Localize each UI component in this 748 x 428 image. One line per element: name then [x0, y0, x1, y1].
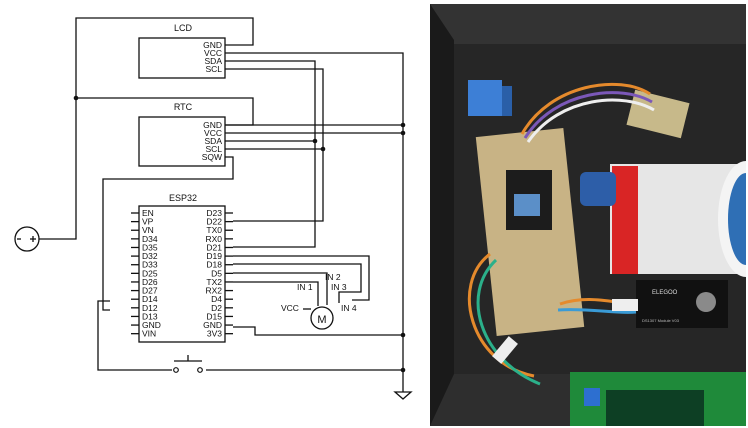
esp32-right-pin-label: D19	[206, 251, 222, 261]
motor-vcc-label: VCC	[281, 303, 299, 313]
hardware-photo: ELEGOO DS1307 Module V03	[430, 4, 746, 426]
esp32-right-pin-label: D2	[211, 303, 222, 313]
esp32-right-pin-label: D21	[206, 242, 222, 252]
svg-text:VCC: VCC	[204, 128, 222, 138]
esp32-left-pin-label: D26	[142, 277, 158, 287]
motor-in3-label: IN 3	[331, 282, 347, 292]
esp32-left-pin-label: D32	[142, 251, 158, 261]
motor-in4-label: IN 4	[341, 303, 357, 313]
esp32-left-pin-label: D27	[142, 286, 158, 296]
esp32-left-pin-label: D12	[142, 303, 158, 313]
lcd-module: LCD GND VCC SDA SCL	[138, 23, 226, 79]
rtc-module: RTC GND VCC SDA SCL SQW	[138, 102, 226, 167]
rtc-module-text: ELEGOO	[652, 290, 678, 296]
lcd-title: LCD	[174, 23, 193, 33]
esp32-left-pin-label: EN	[142, 208, 154, 218]
esp32-right-pin-label: D4	[211, 294, 222, 304]
esp32-right-pin-label: RX0	[205, 234, 222, 244]
esp32-right-pin-label: TX0	[206, 225, 222, 235]
esp32-right-pin-label: D5	[211, 268, 222, 278]
svg-text:SDA: SDA	[205, 56, 223, 66]
esp32-left-pin-label: GND	[142, 320, 161, 330]
stepper-motor: M VCC IN 1 IN 2 IN 3 IN 4	[281, 272, 357, 330]
esp32-right-pin-label: D22	[206, 217, 222, 227]
esp32-left-pin-label: D34	[142, 234, 158, 244]
esp32-right-pin-label: 3V3	[207, 329, 222, 339]
esp32-right-pin-label: GND	[203, 320, 222, 330]
motor-in2-label: IN 2	[325, 272, 341, 282]
esp32-left-pin-label: VP	[142, 217, 154, 227]
esp32-left-pin-label: D25	[142, 268, 158, 278]
rtc-title: RTC	[174, 102, 193, 112]
esp32-right-pin-label: RX2	[205, 286, 222, 296]
motor-label: M	[317, 314, 326, 326]
esp32-right-pin-label: TX2	[206, 277, 222, 287]
svg-text:VCC: VCC	[204, 48, 222, 58]
svg-text:SCL: SCL	[205, 144, 222, 154]
motor-in1-label: IN 1	[297, 282, 313, 292]
esp32-right-pin-label: D18	[206, 260, 222, 270]
svg-text:GND: GND	[203, 40, 222, 50]
rtc-module-subtext: DS1307 Module V03	[642, 318, 680, 323]
ground-symbol	[393, 391, 413, 400]
esp32-left-pin-label: D14	[142, 294, 158, 304]
esp32-right-pin-label: D15	[206, 311, 222, 321]
svg-text:SCL: SCL	[205, 64, 222, 74]
esp32-left-pin-label: D13	[142, 311, 158, 321]
battery-symbol	[14, 226, 40, 252]
esp32-right-pin-label: D23	[206, 208, 222, 218]
esp32-module: ESP32 ENVPVND34D35D32D33D25D26D27D14D12D…	[131, 193, 233, 343]
esp32-title: ESP32	[169, 193, 197, 203]
esp32-left-pin-label: D33	[142, 260, 158, 270]
svg-text:SDA: SDA	[205, 136, 223, 146]
svg-text:SQW: SQW	[202, 152, 222, 162]
wiring-schematic: M VCC IN 1 IN 2 IN 3 IN 4 LCD GND VCC SD…	[14, 17, 413, 400]
esp32-left-pin-label: VN	[142, 225, 154, 235]
esp32-left-pin-label: D35	[142, 242, 158, 252]
push-button-symbol	[173, 355, 203, 373]
svg-text:GND: GND	[203, 120, 222, 130]
esp32-left-pin-label: VIN	[142, 329, 156, 339]
